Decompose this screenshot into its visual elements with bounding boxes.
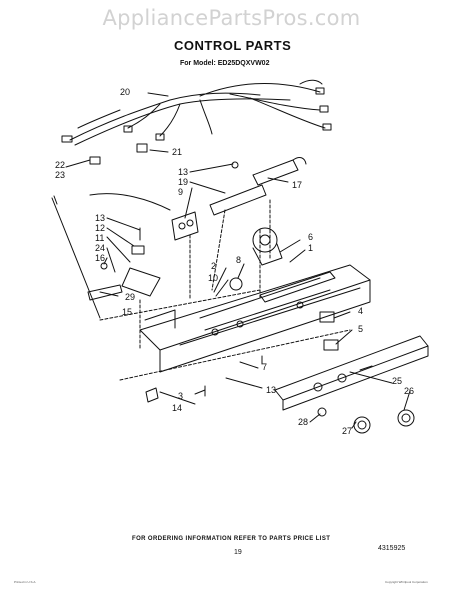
part-21 bbox=[136, 143, 148, 153]
fine-print-right: Copyright Whirlpool Corporation bbox=[385, 580, 428, 584]
part-8 bbox=[229, 277, 243, 291]
part-26-knob bbox=[397, 409, 415, 427]
part-5 bbox=[323, 339, 339, 351]
page-number: 19 bbox=[234, 549, 242, 556]
part-25-control-panel bbox=[274, 335, 429, 411]
callout-17: 17 bbox=[292, 180, 302, 190]
callout-20: 20 bbox=[120, 87, 130, 97]
diagram-title: CONTROL PARTS bbox=[174, 38, 292, 53]
callout-25: 25 bbox=[392, 376, 402, 386]
part-22 bbox=[89, 156, 101, 165]
callout-3: 3 bbox=[178, 391, 183, 401]
watermark: AppliancePartsPros.com bbox=[102, 6, 361, 30]
callout-1: 1 bbox=[308, 243, 313, 253]
callout-5: 5 bbox=[358, 324, 363, 334]
callout-13: 13 bbox=[178, 167, 188, 177]
model-number: For Model: ED25DQXVW02 bbox=[180, 60, 270, 67]
part-15 bbox=[87, 284, 123, 301]
part-19 bbox=[209, 184, 267, 216]
part-code: 4315925 bbox=[378, 545, 406, 552]
callout-9: 9 bbox=[178, 187, 183, 197]
callout-4: 4 bbox=[358, 306, 363, 316]
callout-23: 23 bbox=[55, 170, 65, 180]
callout-21: 21 bbox=[172, 147, 182, 157]
callout-14: 14 bbox=[172, 403, 182, 413]
part-27-knob bbox=[353, 416, 371, 434]
callout-15: 15 bbox=[122, 307, 132, 317]
part-11 bbox=[131, 245, 145, 255]
part-23 bbox=[51, 197, 101, 319]
callout-24: 24 bbox=[95, 243, 105, 253]
callout-7: 7 bbox=[262, 362, 267, 372]
callout-11: 11 bbox=[95, 233, 104, 243]
callout-13c: 13 bbox=[266, 385, 276, 395]
callout-10: 10 bbox=[208, 273, 218, 283]
part-17 bbox=[252, 159, 299, 186]
callout-16: 16 bbox=[95, 253, 105, 263]
callout-29: 29 bbox=[125, 292, 135, 302]
callout-8: 8 bbox=[236, 255, 241, 265]
part-6 bbox=[252, 227, 283, 266]
callout-2: 2 bbox=[211, 261, 216, 271]
callout-27: 27 bbox=[342, 426, 352, 436]
fine-print-left: Printed in U.S.A. bbox=[14, 580, 37, 584]
part-3 bbox=[145, 387, 159, 403]
part-9 bbox=[171, 211, 199, 241]
part-28 bbox=[317, 407, 327, 417]
wire-harness bbox=[61, 79, 332, 146]
control-housing bbox=[139, 264, 371, 373]
callout-28: 28 bbox=[298, 417, 308, 427]
callout-22: 22 bbox=[55, 160, 65, 170]
ordering-info: FOR ORDERING INFORMATION REFER TO PARTS … bbox=[132, 536, 331, 542]
part-24 bbox=[121, 267, 161, 297]
callout-26: 26 bbox=[404, 386, 414, 396]
callout-6: 6 bbox=[308, 232, 313, 242]
callout-19: 19 bbox=[178, 177, 188, 187]
part-4 bbox=[319, 311, 335, 323]
callout-13b: 13 bbox=[95, 213, 105, 223]
callout-12: 12 bbox=[95, 223, 105, 233]
